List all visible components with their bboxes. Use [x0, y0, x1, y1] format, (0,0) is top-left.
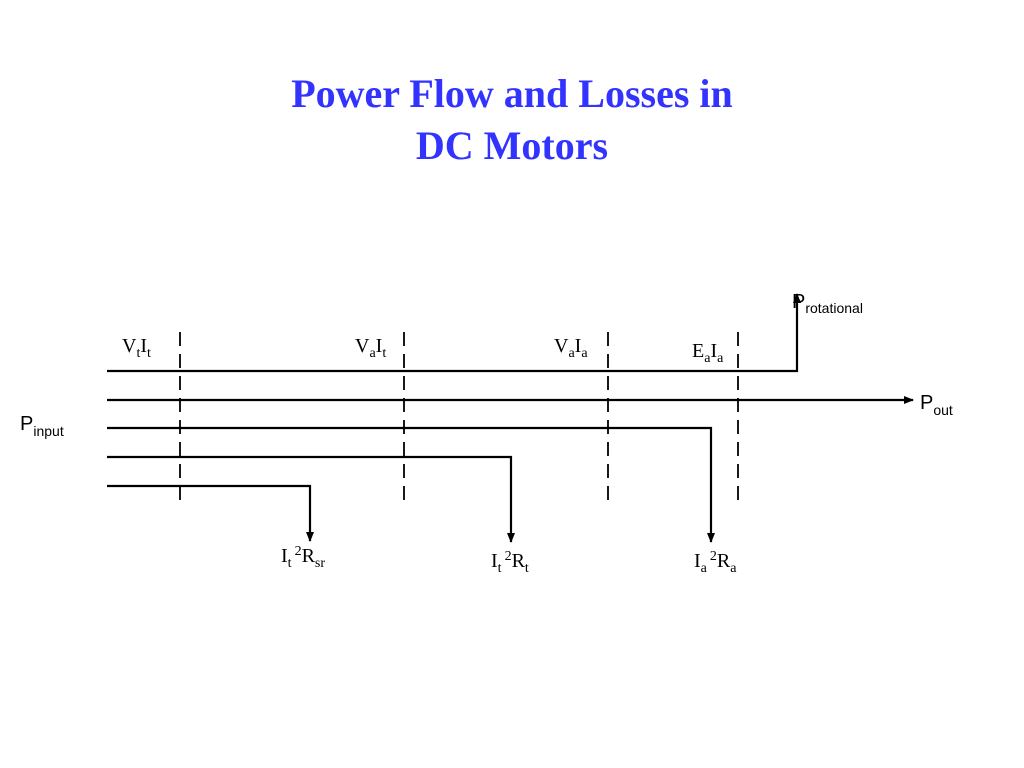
label-p-rotational: Protational — [792, 291, 863, 316]
title-line-1: Power Flow and Losses in — [291, 71, 733, 116]
title-line-2: DC Motors — [415, 123, 609, 168]
slide-title: Power Flow and Losses in DC Motors — [0, 68, 1024, 172]
label-it2-rt: It2Rt — [491, 549, 529, 576]
rotational-loss-line — [107, 293, 801, 373]
label-ia2-ra: Ia2Ra — [694, 549, 737, 576]
label-ea-ia: EaIa — [692, 340, 724, 366]
label-va-ia: VaIa — [554, 335, 588, 361]
label-va-it: VaIt — [355, 335, 386, 361]
series-loss-line — [107, 484, 314, 542]
label-p-input: Pinput — [20, 413, 64, 439]
label-it2-rsr: It2Rsr — [281, 544, 325, 571]
label-vt-it: VtIt — [122, 335, 151, 361]
label-p-out: Pout — [920, 392, 953, 418]
armature-loss-line — [107, 426, 715, 543]
shunt-loss-line — [107, 455, 515, 543]
